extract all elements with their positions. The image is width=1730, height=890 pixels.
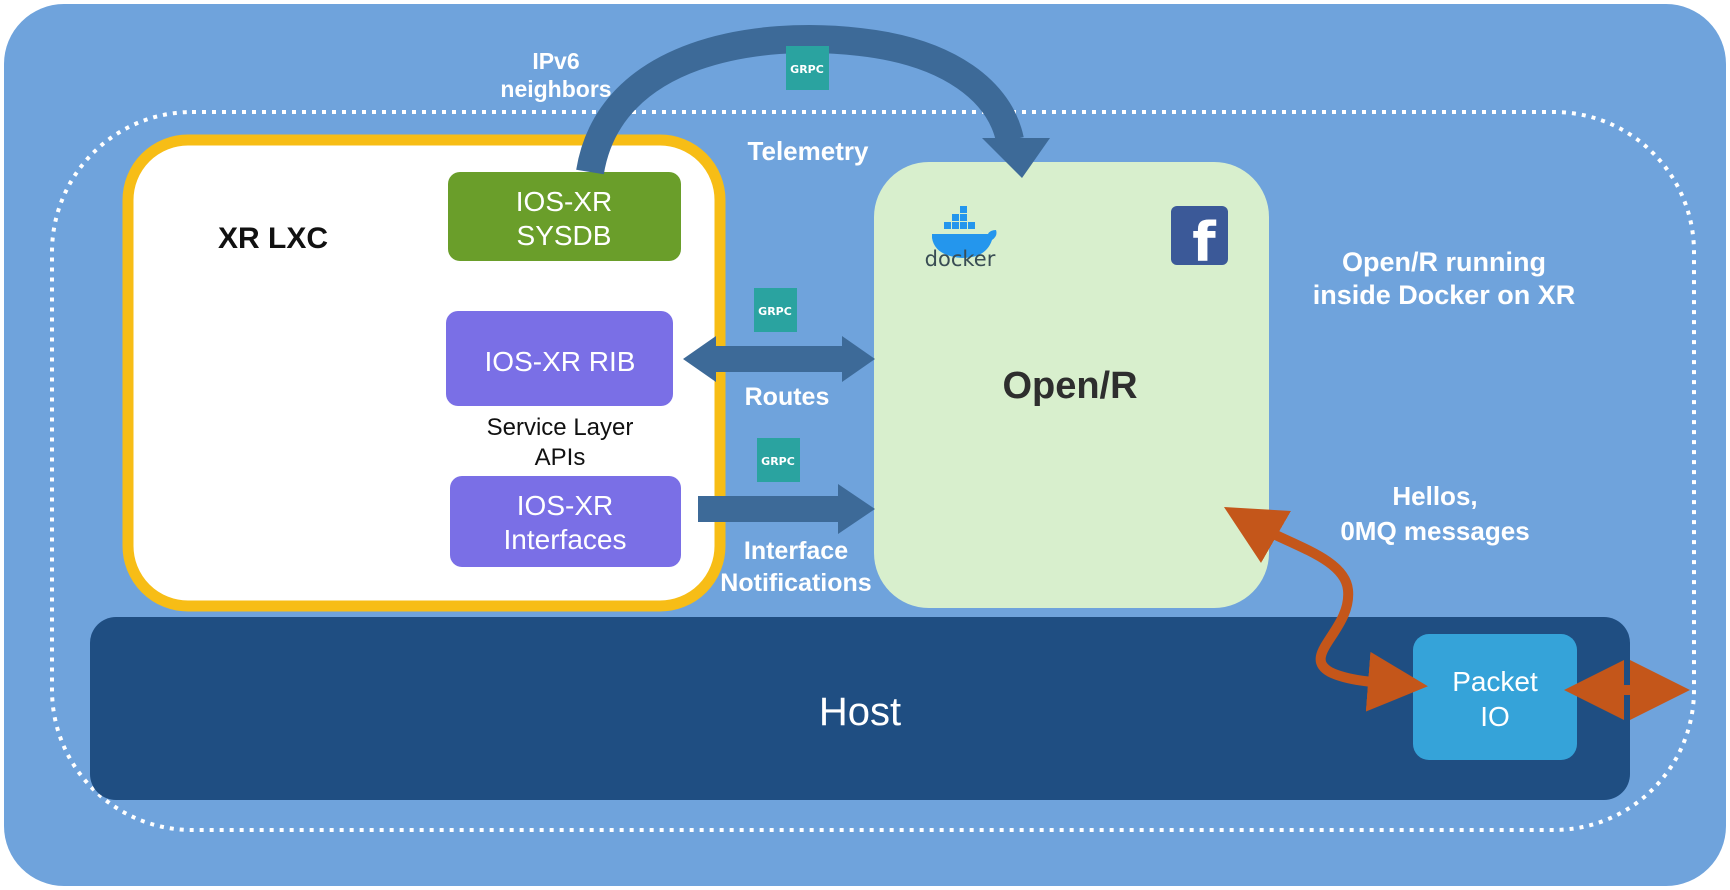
routes-arrow — [683, 336, 875, 382]
packet-io-line2: IO — [1480, 701, 1510, 732]
routes-label: Routes — [745, 383, 830, 411]
rib-box — [446, 311, 673, 406]
openr-label: Open/R — [1002, 365, 1137, 407]
ipv6-neighbors-line1: IPv6 — [532, 48, 579, 74]
interfaces-box — [450, 476, 681, 567]
openr-running-line2: inside Docker on XR — [1313, 280, 1576, 310]
svg-text:GRPC: GRPC — [761, 455, 795, 468]
interface-notifications-line1: Interface — [744, 537, 848, 565]
sysdb-box — [448, 172, 681, 261]
interfaces-label-line1: IOS-XR — [517, 490, 613, 521]
telemetry-arrowhead — [982, 138, 1050, 178]
interface-notifications-line2: Notifications — [720, 569, 871, 597]
grpc-icon-interfaces: GRPC — [757, 438, 800, 482]
hellos-line2: 0MQ messages — [1340, 516, 1529, 546]
packet-io-line1: Packet — [1452, 666, 1538, 697]
service-layer-line1: Service Layer — [487, 414, 634, 441]
telemetry-arrow — [576, 24, 1024, 175]
service-layer-line2: APIs — [535, 444, 586, 471]
svg-text:GRPC: GRPC — [790, 63, 824, 76]
openr-box — [874, 162, 1269, 608]
facebook-icon: f — [1171, 206, 1228, 274]
openr-running-line1: Open/R running — [1342, 247, 1546, 277]
xr-boundary-dotted — [50, 110, 1696, 832]
svg-text:f: f — [1192, 211, 1216, 274]
hellos-arrow — [1223, 507, 1428, 712]
interface-notification-arrow — [698, 484, 875, 534]
xr-lxc-label: XR LXC — [218, 222, 328, 255]
grpc-icon-routes: GRPC — [754, 288, 797, 332]
interfaces-label-line2: Interfaces — [504, 524, 627, 555]
hellos-line1: Hellos, — [1392, 481, 1477, 511]
grpc-icon-telemetry: GRPC — [786, 46, 829, 90]
host-label: Host — [819, 690, 901, 734]
svg-text:GRPC: GRPC — [758, 305, 792, 318]
sysdb-label-line1: IOS-XR — [516, 186, 612, 217]
rib-label: IOS-XR RIB — [485, 346, 636, 377]
ipv6-neighbors-line2: neighbors — [500, 76, 611, 102]
docker-wordmark: docker — [925, 247, 996, 271]
sysdb-label-line2: SYSDB — [517, 220, 612, 251]
telemetry-label: Telemetry — [748, 136, 869, 166]
packet-io-box — [1413, 634, 1577, 760]
docker-icon: docker — [925, 206, 997, 271]
